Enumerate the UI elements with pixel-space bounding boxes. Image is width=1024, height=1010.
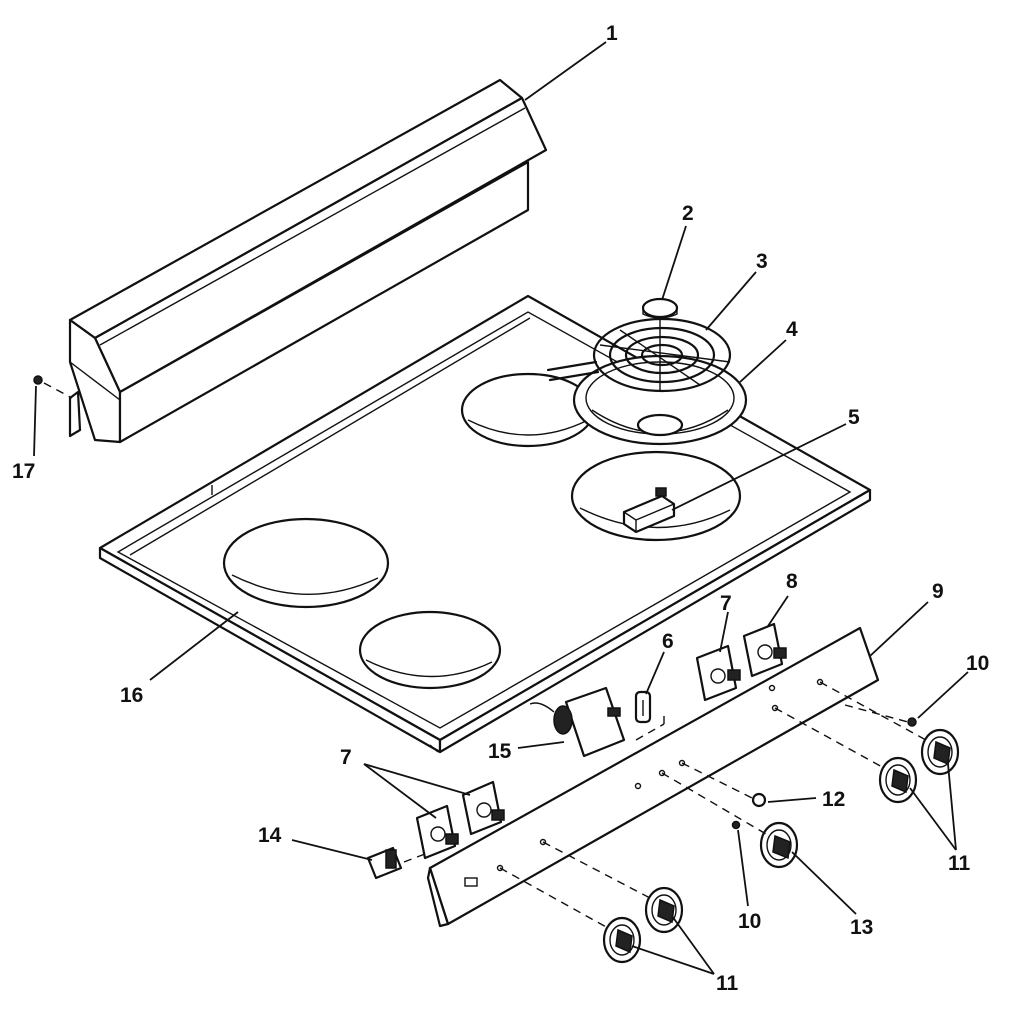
callout-6: 6: [662, 630, 674, 653]
burner-opening-front-left: [222, 517, 390, 609]
terminal-block-part-5: [622, 487, 676, 534]
control-knob-front-1: [602, 916, 642, 964]
callout-16: 16: [120, 684, 143, 707]
control-knob-right-1: [878, 756, 918, 804]
callout-3: 3: [756, 250, 768, 273]
screw-part-10-right: [907, 717, 917, 727]
callout-13: 13: [850, 916, 873, 939]
switch-part-8: [742, 622, 787, 678]
control-knob-right-2: [920, 728, 960, 776]
lens-part-12: [751, 792, 767, 808]
screw-part-17: [33, 375, 43, 385]
rocker-switch-part-14: [366, 846, 403, 880]
leader-lines: [33, 41, 969, 975]
callout-5: 5: [848, 406, 860, 429]
callout-9: 9: [932, 580, 944, 603]
burner-opening-rear-left: [460, 372, 596, 448]
callout-8: 8: [786, 570, 798, 593]
callout-10-right: 10: [966, 652, 989, 675]
infinite-switch-rear: [695, 644, 741, 702]
control-panel-part-9: [426, 626, 880, 928]
callout-12: 12: [822, 788, 845, 811]
screw-part-10-front: [731, 820, 741, 830]
callout-17: 17: [12, 460, 35, 483]
infinite-switch-front-lower: [415, 804, 459, 860]
control-knob-front-2: [644, 886, 684, 934]
callout-14: 14: [258, 824, 282, 847]
element-knob-part-2: [641, 297, 679, 319]
infinite-switch-front-upper: [461, 780, 505, 836]
callout-11-right: 11: [948, 852, 971, 875]
callout-7-rear: 7: [720, 592, 732, 615]
backguard-part-1: [68, 78, 548, 444]
callout-2: 2: [682, 202, 694, 225]
callout-10-front: 10: [738, 910, 761, 933]
burner-opening-front-right: [358, 610, 502, 690]
callout-1: 1: [606, 22, 618, 45]
callout-7-front: 7: [340, 746, 352, 769]
callout-labels: 1 2 3 4 5 6 7 8 9 10 15 16 17 7 14 12 10…: [12, 22, 989, 995]
surface-element-part-3: [546, 317, 732, 393]
assembly-dashed-lines: [43, 382, 927, 929]
clock-timer-part-15: [529, 686, 626, 758]
callout-11-front: 11: [716, 972, 739, 995]
oven-knob-part-13: [759, 821, 799, 869]
callout-15: 15: [488, 740, 512, 763]
callout-4: 4: [786, 318, 798, 341]
indicator-light-part-6: [634, 690, 652, 724]
